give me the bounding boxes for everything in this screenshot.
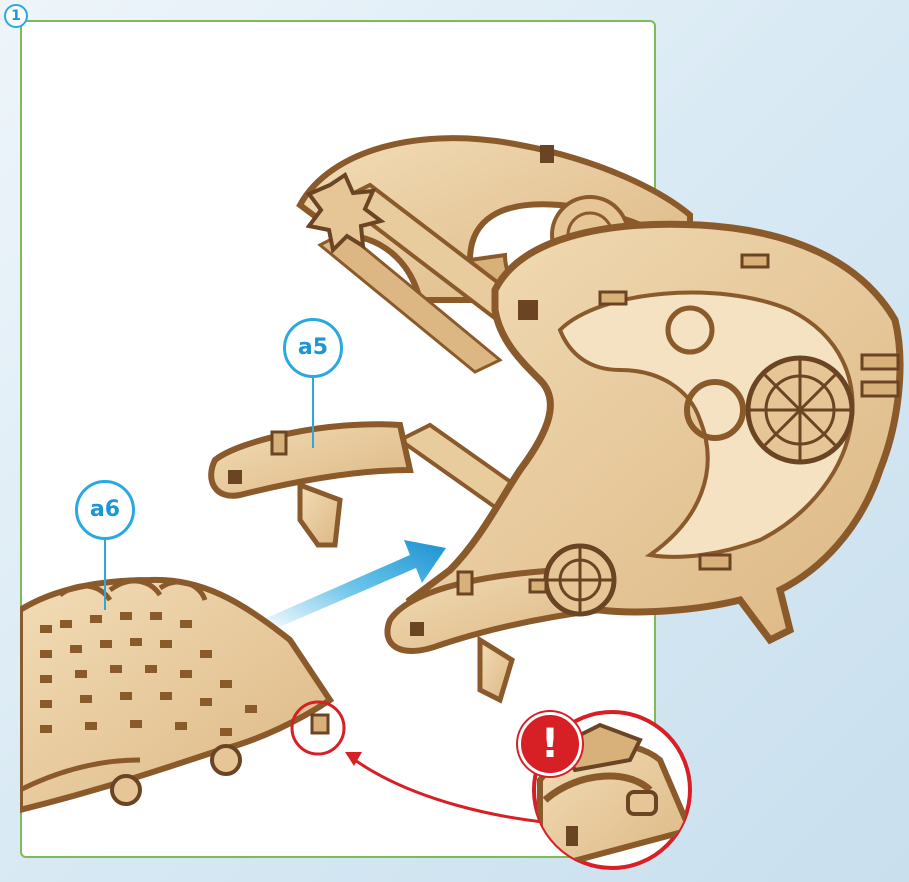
a5-back-arm — [208, 421, 414, 548]
warning-icon: ! — [518, 712, 582, 776]
a6-seat-grid — [20, 576, 335, 814]
callout-leaders — [104, 378, 314, 610]
warning-symbol: ! — [540, 721, 560, 767]
star-connector — [305, 172, 386, 255]
detail-callout — [290, 700, 692, 870]
part-callout-a5: a5 — [283, 318, 343, 378]
step-number-badge: 1 — [4, 4, 28, 28]
front-side-panel — [405, 220, 904, 645]
insert-direction-arrow — [262, 540, 446, 632]
a5-front-arm — [384, 543, 732, 704]
part-callout-a6: a6 — [75, 480, 135, 540]
